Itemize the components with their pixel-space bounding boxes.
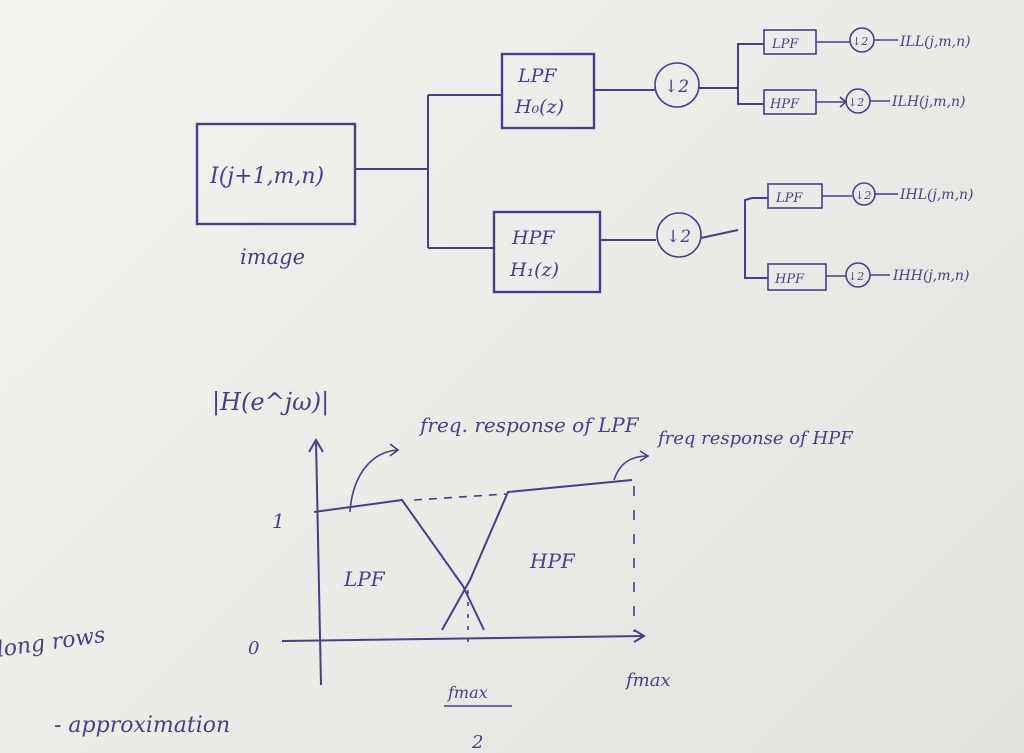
hpf-response-curve: [441, 479, 633, 631]
input-image-label: I(j+1,m,n): [209, 164, 324, 189]
ideal-passband-dashed: [413, 493, 507, 501]
stage1-hpf-downsampler: [656, 212, 702, 258]
plot-ylabel: |H(e^jω)|: [212, 388, 329, 417]
stage2-ll-output: ILL(j,m,n): [899, 34, 971, 50]
annotation-hpf: freq response of HPF: [656, 428, 854, 449]
y-tick-1: 1: [272, 509, 285, 533]
y-tick-0: 0: [248, 638, 259, 659]
stage1-lpf: LPF H₀(z) ↓2: [500, 43, 764, 130]
stage1-hpf-downsample-label: ↓2: [666, 227, 691, 247]
stage1-hpf: HPF H₁(z) ↓2: [492, 197, 768, 294]
stage1-hpf-branch: [744, 197, 768, 279]
stage2-row-hl: LPF ↓2 IHL(j,m,n): [767, 182, 974, 209]
x-tick-mid-num: fmax: [447, 683, 488, 702]
x-axis: [281, 635, 645, 642]
margin-note-long-rows: long rows: [0, 623, 107, 663]
annotation-lpf-arrow: [349, 449, 399, 513]
y-axis-arrowhead: [308, 438, 324, 453]
stage2-ll-filter: LPF: [771, 37, 799, 52]
input-image-box: [195, 122, 357, 226]
stage1-lpf-downsampler: [654, 62, 700, 108]
stage2-hh-filter: HPF: [774, 272, 805, 287]
stage1-hpf-label: HPF: [511, 227, 555, 249]
region-lpf-label: LPF: [343, 567, 386, 591]
region-hpf-label: HPF: [529, 549, 576, 573]
x-axis-arrowhead: [633, 629, 646, 643]
stage2-lh-downsample: ↓2: [848, 96, 864, 109]
freq-response-plot: |H(e^jω)| freq. response of LPF freq res…: [212, 388, 854, 753]
stage2-hl-filter: LPF: [775, 191, 803, 206]
stage2-row-ll: LPF ↓2 ILL(j,m,n): [763, 27, 971, 55]
stage2-row-hh: HPF ↓2 IHH(j,m,n): [767, 262, 969, 291]
stage2-hh-downsample: ↓2: [848, 270, 864, 283]
margin-note-approximation: - approximation: [54, 713, 230, 738]
stage2-lh-output: ILH(j,m,n): [891, 94, 966, 110]
stage1-hpf-transfer: H₁(z): [509, 259, 559, 281]
stage1-lpf-label: LPF: [517, 65, 557, 87]
stage2-lh-filter: HPF: [769, 97, 800, 112]
annotation-hpf-arrow: [613, 455, 649, 481]
x-tick-mid-den: 2: [471, 732, 483, 753]
stage1-lpf-branch: [737, 43, 764, 105]
stage2-hh-output: IHH(j,m,n): [892, 268, 969, 284]
stage1-lpf-downsample-label: ↓2: [664, 77, 689, 97]
stage2-hl-downsample: ↓2: [855, 189, 871, 202]
stage2-hh-filter-box: [767, 263, 827, 291]
input-image-caption: image: [240, 245, 305, 269]
annotation-lpf: freq. response of LPF: [418, 413, 640, 437]
x-tick-end: fmax: [624, 670, 671, 691]
stage2-hl-output: IHL(j,m,n): [899, 187, 974, 203]
stage1-lpf-transfer: H₀(z): [514, 96, 564, 118]
stage2-ll-downsample: ↓2: [852, 35, 868, 48]
stage1-hpf-box: [492, 210, 602, 294]
input-block: I(j+1,m,n) image: [195, 122, 357, 269]
lpf-response-curve: [313, 498, 485, 631]
y-axis: [315, 439, 322, 686]
stage2-row-lh: HPF ↓2 ILH(j,m,n): [763, 88, 966, 115]
